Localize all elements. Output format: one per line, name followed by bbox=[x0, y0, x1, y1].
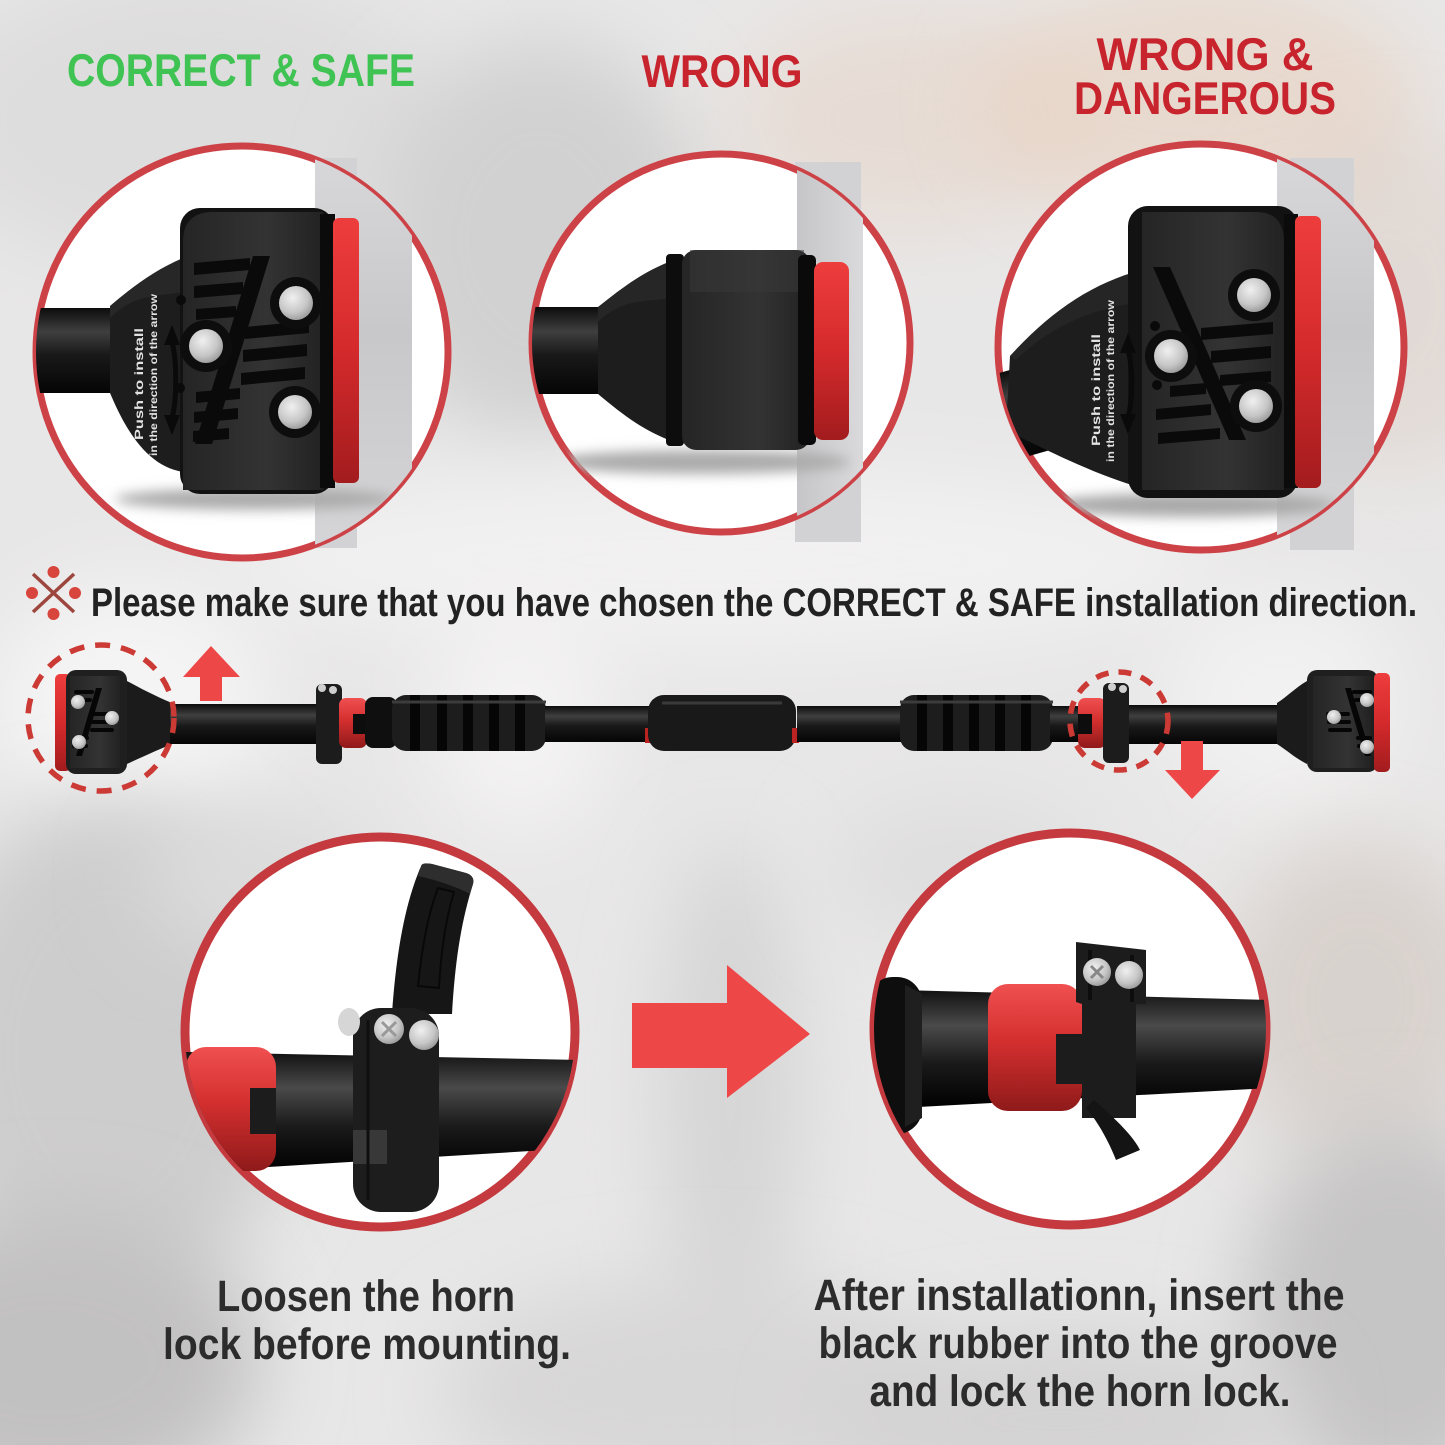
svg-text:Please make sure that you have: Please make sure that you have chosen th… bbox=[91, 581, 1417, 625]
svg-text:lock before mounting.: lock before mounting. bbox=[163, 1320, 571, 1369]
svg-text:Loosen the horn: Loosen the horn bbox=[217, 1272, 515, 1321]
svg-text:CORRECT & SAFE: CORRECT & SAFE bbox=[67, 44, 415, 96]
svg-text:in the direction of the arrow: in the direction of the arrow bbox=[1105, 299, 1117, 462]
svg-text:After installationn, insert th: After installationn, insert the bbox=[814, 1271, 1345, 1320]
svg-text:DANGEROUS: DANGEROUS bbox=[1074, 72, 1336, 124]
svg-text:in the direction of the arrow: in the direction of the arrow bbox=[148, 293, 160, 456]
svg-text:Push to install: Push to install bbox=[132, 328, 146, 440]
svg-text:and lock the horn lock.: and lock the horn lock. bbox=[870, 1367, 1291, 1416]
svg-text:Push to install: Push to install bbox=[1089, 334, 1103, 446]
svg-text:WRONG: WRONG bbox=[642, 45, 803, 97]
svg-text:WRONG &: WRONG & bbox=[1097, 28, 1314, 80]
svg-text:black rubber into the groove: black rubber into the groove bbox=[819, 1319, 1338, 1368]
